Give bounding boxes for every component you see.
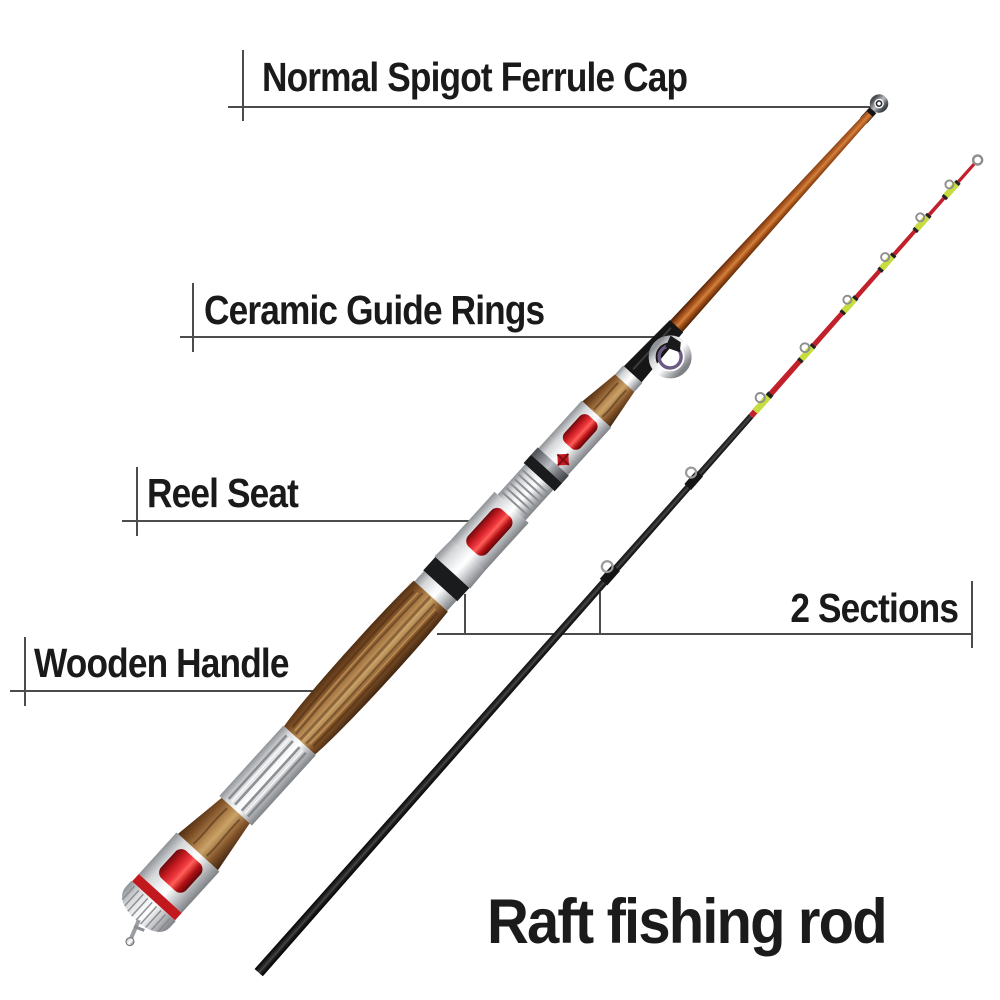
product-title: Raft fishing rod [487,887,888,957]
winding-check-ring [615,365,643,392]
wood-grain [291,590,439,747]
hook-keeper-pin-icon [125,919,145,947]
tip-section-black-blank [254,414,754,977]
thread-grooves [501,469,549,516]
knurling [121,885,171,933]
handle-top-lip [414,570,457,611]
reel-seat-threads [497,464,554,521]
tip-lower-guides [599,466,704,586]
gunmetal-ring [531,447,569,484]
label-wooden-handle: Wooden Handle [34,640,289,686]
label-sections: 2 Sections [790,585,959,631]
label-ferrule-cap: Normal Spigot Ferrule Cap [262,54,688,100]
main-rod-section [121,94,889,947]
label-guide-rings: Ceramic Guide Rings [204,287,545,333]
reel-seat-red-window [466,507,513,556]
fore-wood-cone [582,374,635,427]
tip-micro-guides [754,179,955,404]
upper-red-window [562,414,598,450]
butt-wood-cone [177,797,250,871]
o-ring-lower [423,557,470,602]
callout-lines [10,50,973,706]
ceramic-guide-ring-icon [648,335,692,379]
butt-red-window [159,849,203,893]
o-ring-upper [523,454,563,492]
tip-chartreuse-wraps [752,181,959,414]
tip-rod-section [254,154,984,977]
fluted-silver-section [219,725,316,826]
brand-logo-icon [556,453,570,467]
flutes [227,734,307,818]
tip-top-guide-icon [971,154,984,166]
upper-blank-brown [666,111,873,336]
lower-collar [434,539,485,589]
label-reel-seat: Reel Seat [147,470,299,516]
tip-black-microwraps [765,179,961,399]
butt-red-ring [132,873,182,921]
